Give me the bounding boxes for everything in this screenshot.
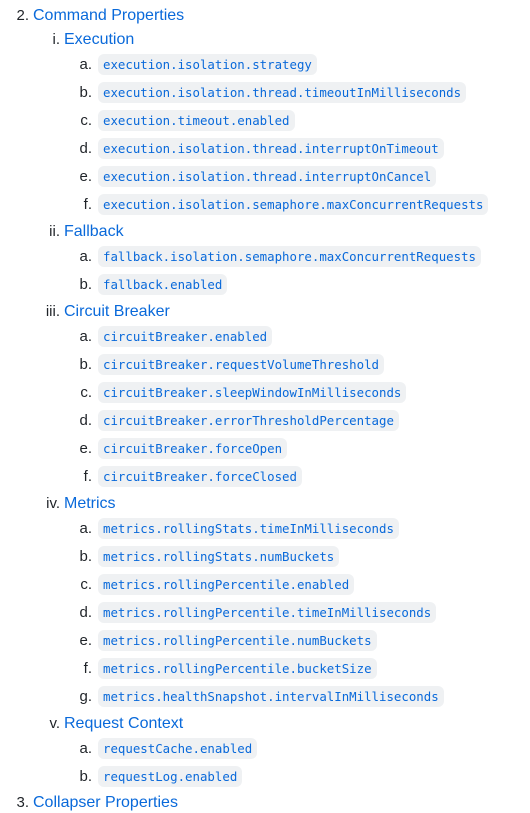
- property-item: a. requestCache.enabled: [0, 738, 258, 759]
- property-code-link[interactable]: circuitBreaker.enabled: [98, 326, 273, 347]
- property-item: b. execution.isolation.thread.timeoutInMi…: [0, 82, 467, 103]
- property-code-link[interactable]: fallback.enabled: [98, 274, 228, 295]
- property-item: c. circuitBreaker.sleepWindowInMillisecon…: [0, 382, 407, 403]
- group-link[interactable]: Fallback: [64, 223, 124, 240]
- property-item: g. metrics.healthSnapshot.intervalInMilli…: [0, 686, 444, 707]
- item-letter: a.: [79, 248, 92, 265]
- item-letter: a.: [79, 56, 92, 73]
- property-code-link[interactable]: circuitBreaker.sleepWindowInMilliseconds: [98, 382, 407, 403]
- item-letter: d.: [79, 140, 92, 157]
- item-letter: b.: [79, 356, 92, 373]
- property-code-link[interactable]: execution.isolation.thread.timeoutInMill…: [98, 82, 467, 103]
- item-letter: a.: [79, 328, 92, 345]
- group-link[interactable]: Request Context: [64, 715, 184, 732]
- property-item: c. execution.timeout.enabled: [0, 110, 295, 131]
- next-section-heading: 3.Collapser Properties: [0, 793, 178, 813]
- property-item: e. metrics.rollingPercentile.numBuckets: [0, 630, 377, 651]
- property-code-link[interactable]: requestLog.enabled: [98, 766, 243, 787]
- property-item: e. execution.isolation.thread.interruptOn…: [0, 166, 437, 187]
- item-letter: c.: [80, 576, 92, 593]
- item-letter: b.: [79, 768, 92, 785]
- property-item: c. metrics.rollingPercentile.enabled: [0, 574, 355, 595]
- group-number: i.: [52, 31, 61, 48]
- property-code-link[interactable]: metrics.rollingStats.numBuckets: [98, 546, 340, 567]
- group-heading: ii. Fallback: [0, 222, 124, 242]
- property-code-link[interactable]: metrics.rollingPercentile.timeInMillisec…: [98, 602, 437, 623]
- property-code-link[interactable]: circuitBreaker.requestVolumeThreshold: [98, 354, 385, 375]
- item-letter: f.: [83, 468, 92, 485]
- item-letter: d.: [79, 604, 92, 621]
- property-item: e. circuitBreaker.forceOpen: [0, 438, 288, 459]
- item-letter: b.: [79, 548, 92, 565]
- group-number: iii.: [45, 303, 60, 320]
- property-code-link[interactable]: metrics.rollingPercentile.enabled: [98, 574, 355, 595]
- property-item: a. execution.isolation.strategy: [0, 54, 317, 75]
- group-heading: i.Execution: [0, 30, 135, 50]
- item-letter: g.: [79, 688, 92, 705]
- item-letter: e.: [79, 440, 92, 457]
- property-item: a. metrics.rollingStats.timeInMillisecond…: [0, 518, 399, 539]
- property-item: b. circuitBreaker.requestVolumeThreshold: [0, 354, 385, 375]
- property-code-link[interactable]: metrics.rollingPercentile.numBuckets: [98, 630, 377, 651]
- property-item: b. metrics.rollingStats.numBuckets: [0, 546, 340, 567]
- next-section-link[interactable]: Collapser Properties: [33, 794, 178, 811]
- group-heading: iv. Metrics: [0, 494, 116, 514]
- property-item: b. requestLog.enabled: [0, 766, 243, 787]
- group-heading: iii. Circuit Breaker: [0, 302, 170, 322]
- property-code-link[interactable]: circuitBreaker.errorThresholdPercentage: [98, 410, 399, 431]
- group-link[interactable]: Circuit Breaker: [64, 303, 170, 320]
- item-letter: f.: [83, 196, 92, 213]
- property-code-link[interactable]: metrics.rollingStats.timeInMilliseconds: [98, 518, 399, 539]
- next-section-number: 3.: [16, 794, 29, 811]
- section-number: 2.: [16, 7, 29, 24]
- property-item: f. metrics.rollingPercentile.bucketSize: [0, 658, 377, 679]
- section-link[interactable]: Command Properties: [33, 7, 185, 24]
- property-code-link[interactable]: fallback.isolation.semaphore.maxConcurre…: [98, 246, 481, 267]
- item-letter: b.: [79, 84, 92, 101]
- item-letter: a.: [79, 740, 92, 757]
- property-code-link[interactable]: requestCache.enabled: [98, 738, 258, 759]
- property-item: a. circuitBreaker.enabled: [0, 326, 273, 347]
- group-number: iv.: [46, 495, 60, 512]
- item-letter: e.: [79, 632, 92, 649]
- property-code-link[interactable]: metrics.rollingPercentile.bucketSize: [98, 658, 377, 679]
- property-code-link[interactable]: execution.isolation.thread.interruptOnCa…: [98, 166, 437, 187]
- property-code-link[interactable]: metrics.healthSnapshot.intervalInMillise…: [98, 686, 444, 707]
- property-item: f. circuitBreaker.forceClosed: [0, 466, 302, 487]
- property-code-link[interactable]: circuitBreaker.forceClosed: [98, 466, 302, 487]
- property-item: a. fallback.isolation.semaphore.maxConcur…: [0, 246, 481, 267]
- item-letter: d.: [79, 412, 92, 429]
- item-letter: a.: [79, 520, 92, 537]
- property-item: d. circuitBreaker.errorThresholdPercentag…: [0, 410, 399, 431]
- item-letter: c.: [80, 112, 92, 129]
- property-code-link[interactable]: execution.isolation.thread.interruptOnTi…: [98, 138, 444, 159]
- property-code-link[interactable]: execution.timeout.enabled: [98, 110, 295, 131]
- section-heading: 2.Command Properties: [0, 6, 184, 26]
- property-item: b. fallback.enabled: [0, 274, 228, 295]
- item-letter: e.: [79, 168, 92, 185]
- property-code-link[interactable]: execution.isolation.strategy: [98, 54, 317, 75]
- group-heading: v.Request Context: [0, 714, 183, 734]
- property-code-link[interactable]: execution.isolation.semaphore.maxConcurr…: [98, 194, 489, 215]
- group-link[interactable]: Execution: [64, 31, 135, 48]
- property-code-link[interactable]: circuitBreaker.forceOpen: [98, 438, 288, 459]
- item-letter: c.: [80, 384, 92, 401]
- property-item: d. metrics.rollingPercentile.timeInMillis…: [0, 602, 437, 623]
- group-link[interactable]: Metrics: [64, 495, 116, 512]
- item-letter: b.: [79, 276, 92, 293]
- group-number: v.: [49, 715, 60, 732]
- property-item: d. execution.isolation.thread.interruptOn…: [0, 138, 444, 159]
- property-item: f. execution.isolation.semaphore.maxConcu…: [0, 194, 489, 215]
- group-number: ii.: [49, 223, 60, 240]
- item-letter: f.: [83, 660, 92, 677]
